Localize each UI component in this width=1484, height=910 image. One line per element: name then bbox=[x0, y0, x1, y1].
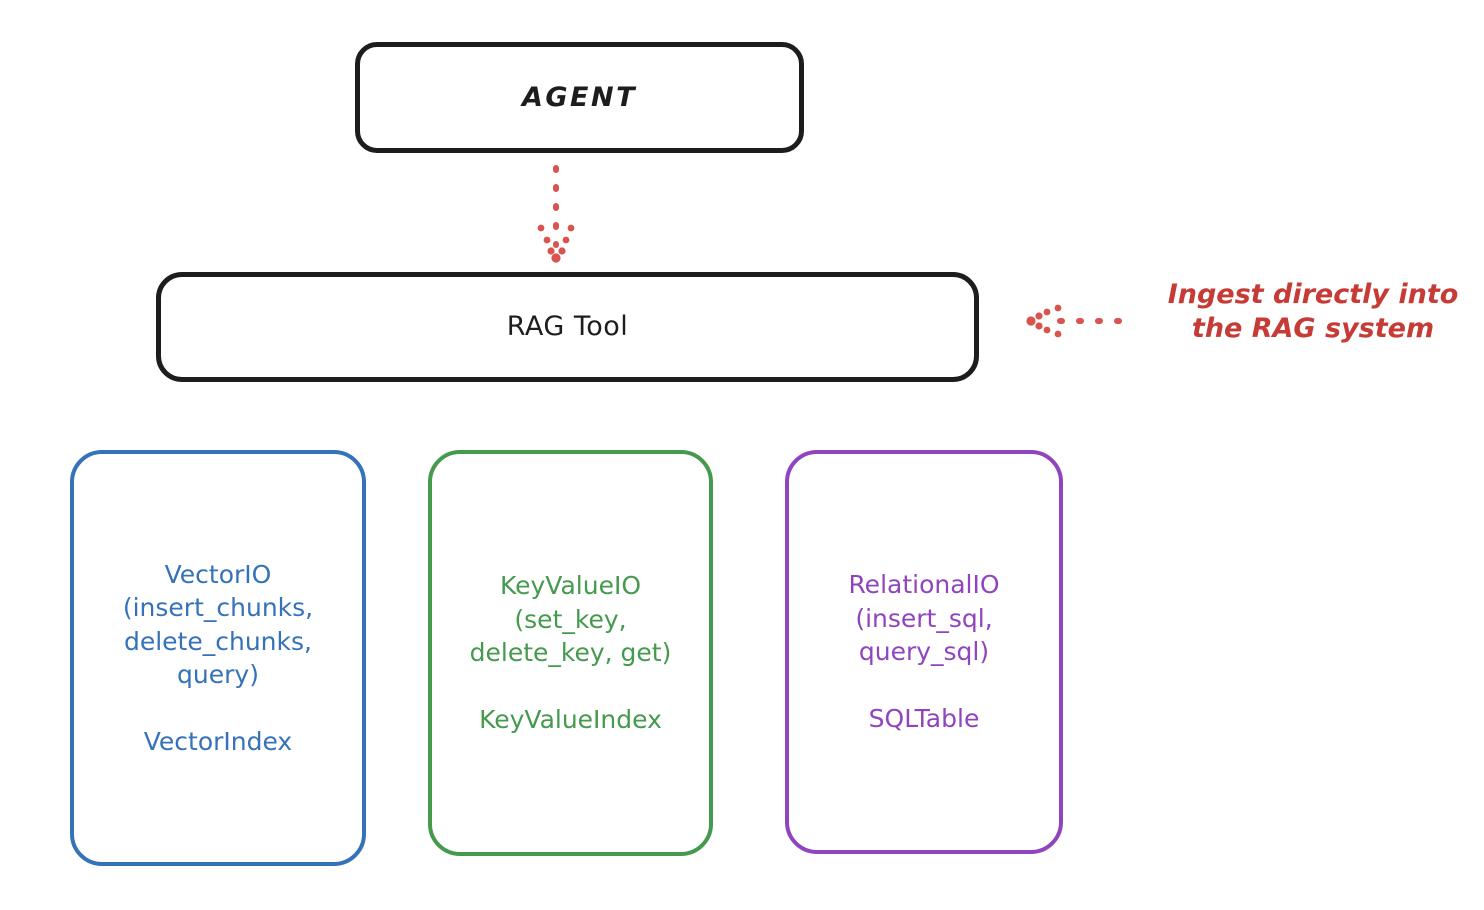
agent-node-label: AGENT bbox=[521, 81, 637, 113]
ingest-annotation-text: Ingest directly into the RAG system bbox=[1167, 279, 1459, 345]
agent-node[interactable]: AGENT bbox=[355, 42, 804, 153]
annotation-to-ragtool-arrow bbox=[1026, 304, 1138, 338]
vectorio-node-label: VectorIO (insert_chunks, delete_chunks, … bbox=[122, 559, 314, 757]
agent-to-ragtool-arrow bbox=[537, 165, 575, 263]
rag-tool-node[interactable]: RAG Tool bbox=[156, 272, 979, 382]
relationalio-node[interactable]: RelationalIO (insert_sql, query_sql) SQL… bbox=[785, 450, 1063, 854]
keyvalueio-node-label: KeyValueIO (set_key, delete_key, get) Ke… bbox=[469, 571, 672, 735]
keyvalueio-node[interactable]: KeyValueIO (set_key, delete_key, get) Ke… bbox=[428, 450, 713, 856]
relationalio-node-label: RelationalIO (insert_sql, query_sql) SQL… bbox=[848, 570, 1000, 734]
vectorio-node[interactable]: VectorIO (insert_chunks, delete_chunks, … bbox=[70, 450, 366, 866]
rag-tool-node-label: RAG Tool bbox=[506, 311, 629, 343]
